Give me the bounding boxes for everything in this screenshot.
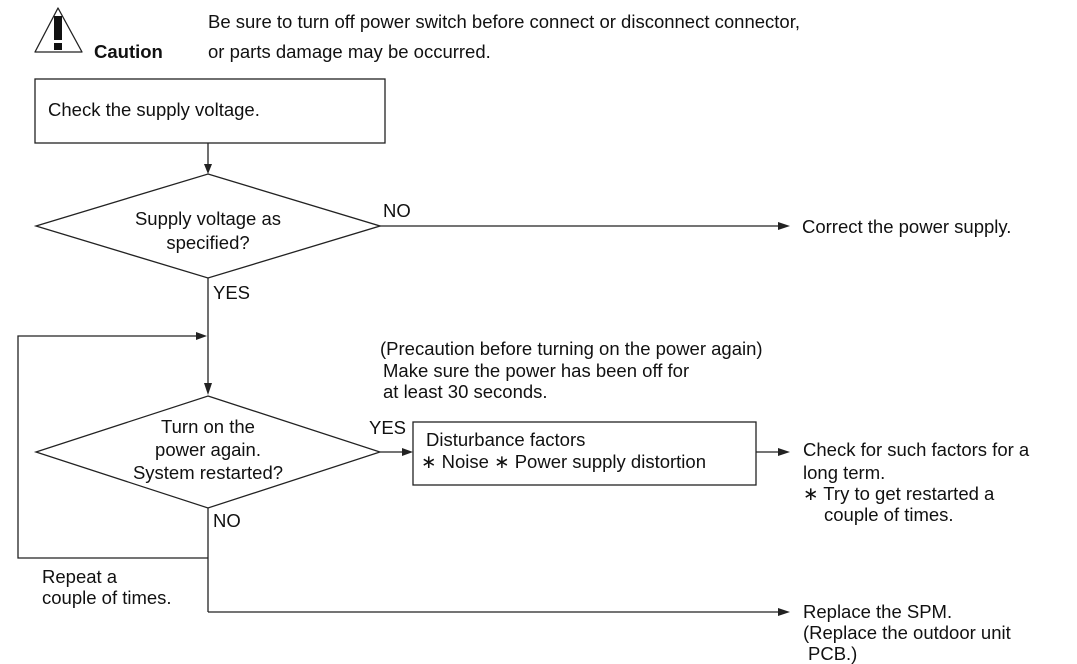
correct-power-text: Correct the power supply.: [802, 216, 1011, 237]
replace-spm-text-line3: PCB.): [808, 643, 857, 664]
caution-text-line2: or parts damage may be occurred.: [208, 41, 491, 62]
label-yes-restart: YES: [369, 417, 406, 438]
caution-icon: [34, 7, 83, 53]
arrow-right-icon: [778, 608, 790, 616]
arrow-right-icon: [778, 222, 790, 230]
check-supply-box: [34, 78, 386, 144]
decision-restart-text-line1: Turn on the: [161, 416, 255, 437]
decision-restart-text-line3: System restarted?: [133, 462, 283, 483]
decision-voltage-text-line2: specified?: [166, 232, 249, 253]
disturbance-box: [412, 421, 757, 486]
precaution-text-line3: at least 30 seconds.: [383, 381, 548, 402]
repeat-text-line2: couple of times.: [42, 587, 172, 608]
precaution-text-line1: (Precaution before turning on the power …: [380, 338, 763, 359]
check-factors-text-line2: long term.: [803, 462, 885, 483]
label-no-restart: NO: [213, 510, 241, 531]
label-no-voltage: NO: [383, 200, 411, 221]
arrow-right-icon: [402, 448, 413, 456]
decision-restart-text-line2: power again.: [155, 439, 261, 460]
precaution-text-line2: Make sure the power has been off for: [383, 360, 689, 381]
repeat-text-line1: Repeat a: [42, 566, 118, 587]
disturbance-title: Disturbance factors: [426, 429, 585, 450]
check-factors-text-line1: Check for such factors for a: [803, 439, 1030, 460]
arrow-right-icon: [196, 332, 207, 340]
arrow-down-icon: [204, 383, 212, 395]
caution-label: Caution: [94, 41, 163, 62]
caution-text-line1: Be sure to turn off power switch before …: [208, 11, 800, 32]
label-yes-voltage: YES: [213, 282, 250, 303]
replace-spm-text-line2: (Replace the outdoor unit: [803, 622, 1011, 643]
check-factors-text-line3: ∗ Try to get restarted a: [803, 483, 995, 504]
replace-spm-text-line1: Replace the SPM.: [803, 601, 952, 622]
arrow-down-icon: [204, 164, 212, 174]
arrow-right-icon: [778, 448, 790, 456]
decision-voltage-text-line1: Supply voltage as: [135, 208, 281, 229]
check-supply-text: Check the supply voltage.: [48, 99, 260, 120]
connector-repeat-loop: [17, 335, 208, 559]
check-factors-text-line4: couple of times.: [824, 504, 954, 525]
disturbance-factors: ∗ Noise ∗ Power supply distortion: [421, 451, 706, 472]
